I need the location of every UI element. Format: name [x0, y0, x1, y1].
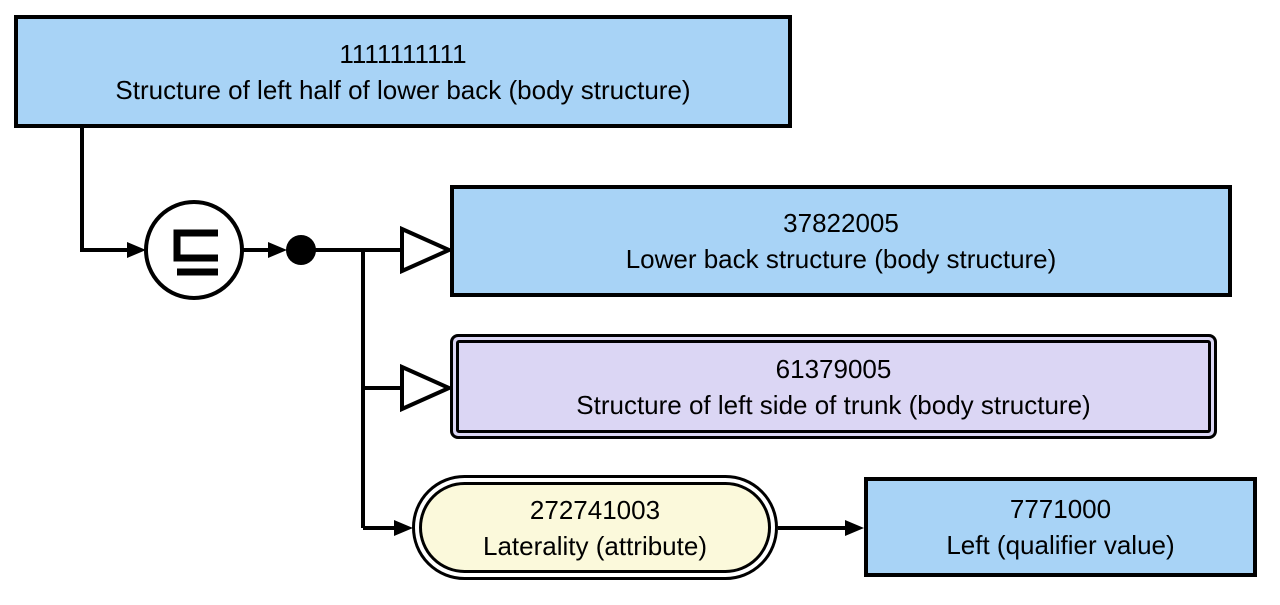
concept-code: 1111111111 [339, 38, 467, 69]
concept-node-parent: 37822005 Lower back structure (body stru… [450, 185, 1232, 297]
attribute-node-laterality-inner: 272741003 Laterality (attribute) [419, 482, 771, 573]
subsumed-by-circle [144, 200, 244, 300]
arrowhead-into-conjunction-icon [268, 242, 287, 258]
concept-code: 7771000 [1009, 494, 1112, 524]
concept-term: Structure of left side of trunk (body st… [576, 389, 1091, 420]
concept-node-parent-defined-inner: 61379005 Structure of left side of trunk… [456, 340, 1211, 433]
concept-term: Structure of left half of lower back (bo… [115, 74, 691, 105]
concept-term: Laterality (attribute) [483, 530, 707, 561]
concept-code: 61379005 [775, 353, 892, 384]
concept-node-value: 7771000 Left (qualifier value) [864, 477, 1257, 577]
arrowhead-into-attribute-icon [394, 520, 413, 536]
arrowhead-into-value-icon [845, 520, 864, 536]
isa-triangle-1-icon [400, 225, 454, 275]
attribute-node-laterality: 272741003 Laterality (attribute) [412, 475, 778, 580]
concept-node-focus: 1111111111 Structure of left half of low… [14, 15, 792, 128]
concept-code: 272741003 [529, 494, 661, 525]
concept-term: Lower back structure (body structure) [625, 244, 1057, 274]
concept-node-parent-defined: 61379005 Structure of left side of trunk… [450, 334, 1217, 439]
isa-triangle-2-icon [400, 363, 454, 413]
arrowhead-into-subsumption-icon [127, 242, 146, 258]
concept-code: 37822005 [783, 208, 899, 238]
connector-root-to-subsumption [80, 126, 130, 252]
concept-term: Left (qualifier value) [946, 530, 1175, 560]
subsumed-by-icon [173, 229, 218, 262]
